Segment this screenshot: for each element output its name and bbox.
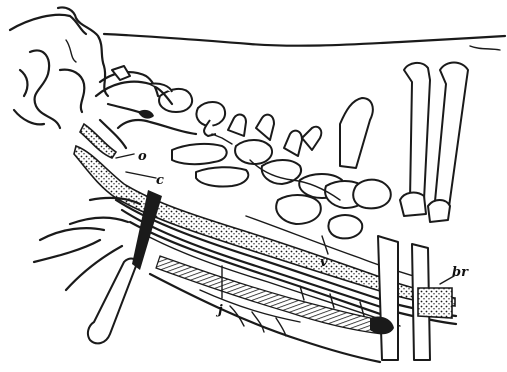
- skull-outline: [10, 7, 108, 128]
- label-c: c: [156, 173, 164, 188]
- dorsal-outline: [104, 34, 505, 50]
- label-o: o: [138, 149, 147, 164]
- label-j: j: [215, 303, 223, 318]
- label-v: v: [320, 255, 328, 270]
- foreleg: [34, 190, 162, 343]
- label-br: br: [452, 265, 469, 280]
